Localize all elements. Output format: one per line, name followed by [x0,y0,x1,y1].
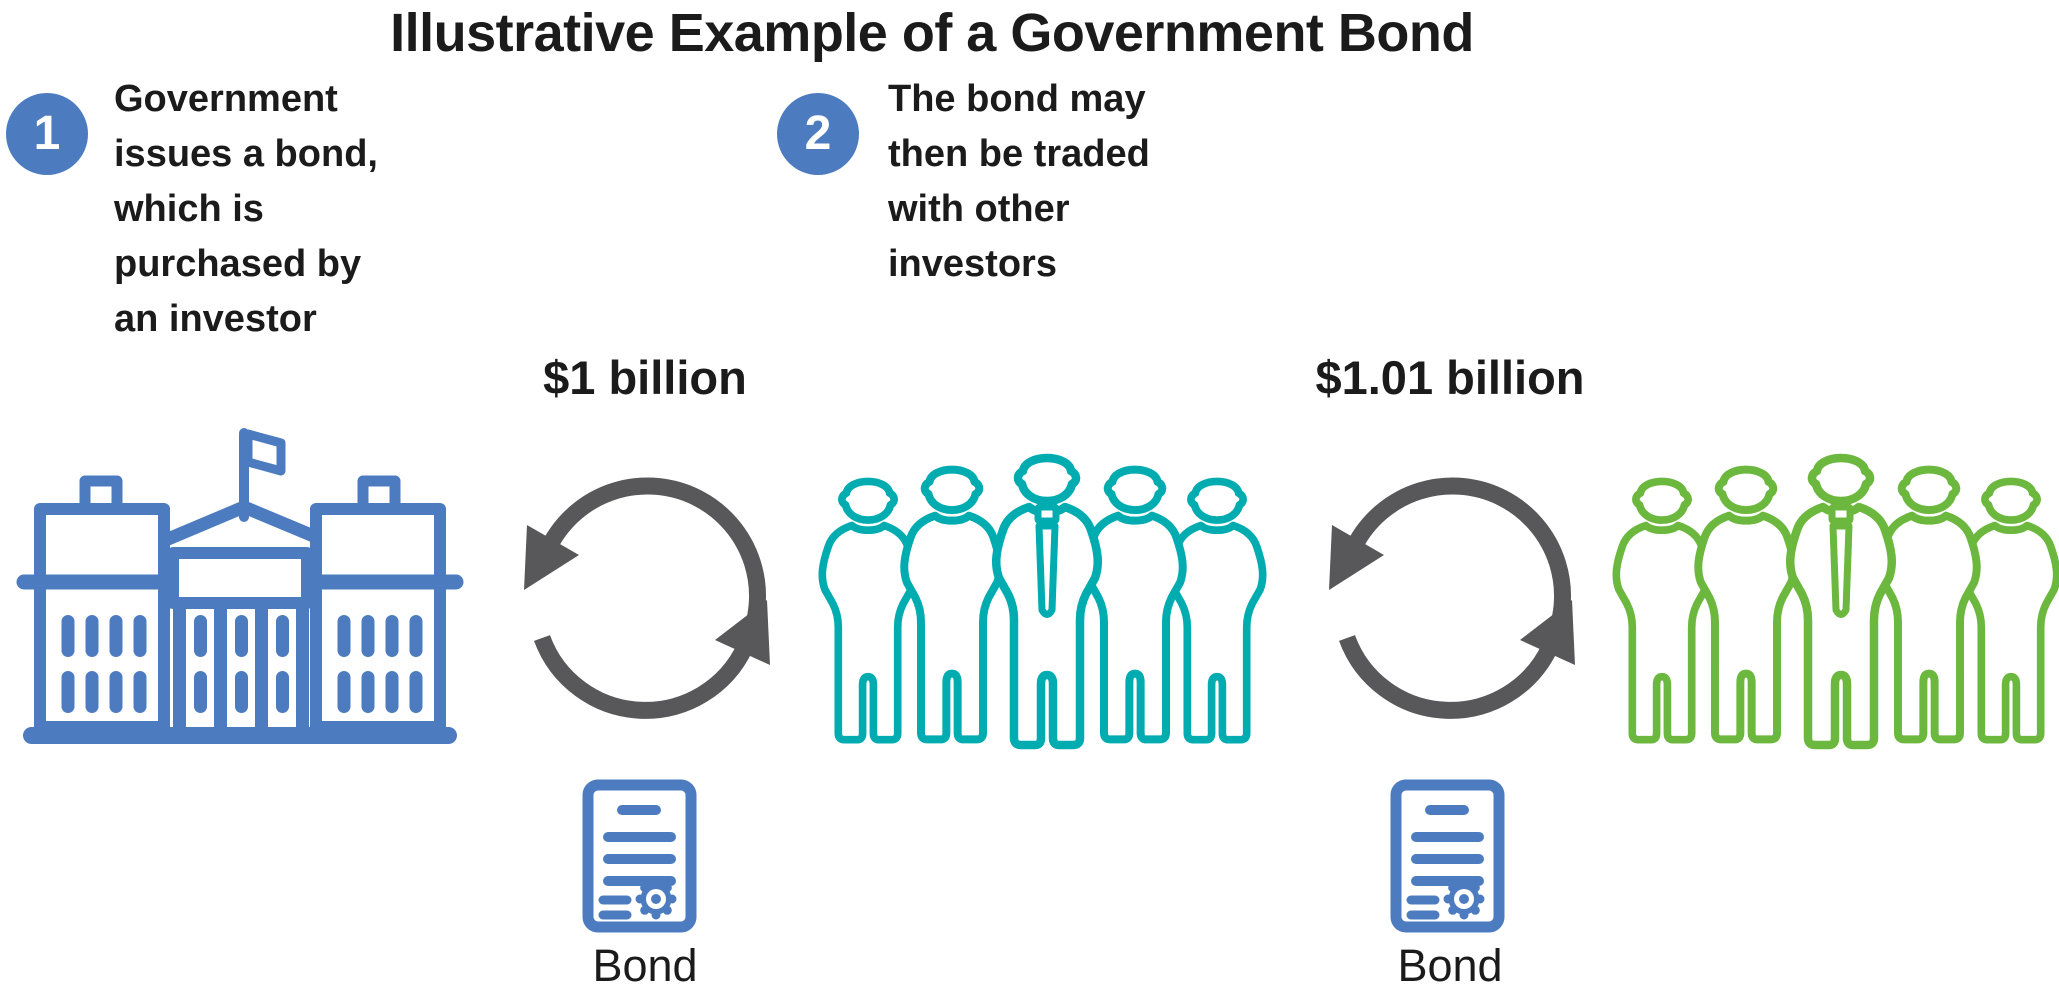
other-investor-group-icon [1612,452,2059,752]
cycle-arrows-icon [500,455,790,745]
step-2-text: The bond may then be traded with other i… [888,78,1150,285]
cycle-arrows-icon [1305,455,1595,745]
bond-1-label: Bond [592,940,698,988]
government-building-icon [16,428,464,744]
bond-certificate-icon [1390,779,1505,934]
diagram-title: Illustrative Example of a Government Bon… [390,3,1474,63]
bond-2-label: Bond [1397,940,1503,988]
step-1-badge: 1 [6,93,88,175]
step-2-badge: 2 [777,93,859,175]
investor-group-icon [818,452,1278,752]
exchange-2-amount: $1.01 billion [1315,351,1585,404]
exchange-1-amount: $1 billion [543,351,747,404]
step-1-text: Government issues a bond, which is purch… [114,78,378,340]
bond-certificate-icon [582,779,697,934]
